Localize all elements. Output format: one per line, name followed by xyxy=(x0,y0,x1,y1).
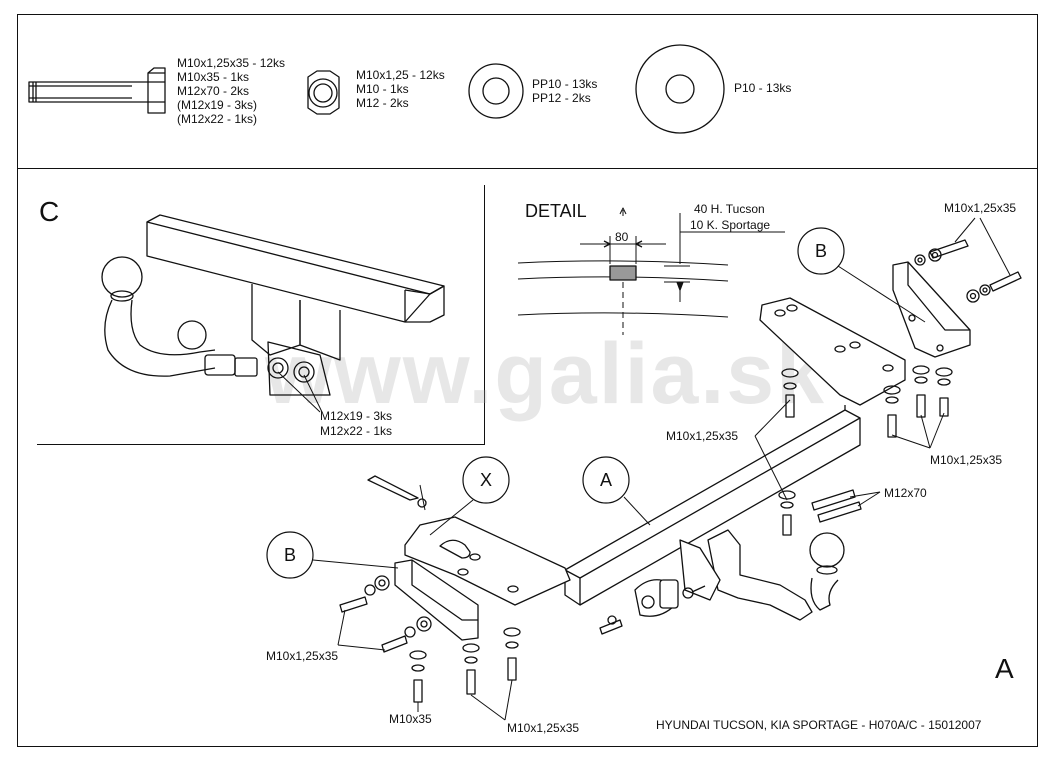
label-m12x70: M12x70 xyxy=(884,486,927,500)
callout-x: X xyxy=(480,470,493,490)
bolt-spec-5: (M12x22 - 1ks) xyxy=(177,112,258,126)
right-plate xyxy=(759,297,906,406)
parts-divider xyxy=(17,168,1038,169)
washer-small-spec-2: PP12 - 2ks xyxy=(532,91,591,105)
detail-title: DETAIL xyxy=(525,201,587,221)
bolt-spec-3: M12x70 - 2ks xyxy=(177,84,250,98)
right-top-fasteners xyxy=(914,239,1022,303)
washer-large-spec: P10 - 13ks xyxy=(734,81,792,95)
view-letter: A xyxy=(995,653,1014,684)
detail-section xyxy=(517,207,785,335)
left-plate-x xyxy=(404,516,571,606)
washer-large-icon xyxy=(635,44,725,134)
nut-spec-3: M12 - 2ks xyxy=(356,96,409,110)
callout-b-left: B xyxy=(284,545,297,565)
callout-a: A xyxy=(600,470,613,490)
washer-small-icon xyxy=(468,63,524,119)
label-right-bolts: M10x1,25x35 xyxy=(930,453,1003,467)
label-mid-bolt: M10x1,25x35 xyxy=(666,429,739,443)
leader-lines xyxy=(312,217,1011,721)
drawing-footer: HYUNDAI TUCSON, KIA SPORTAGE - H070A/C -… xyxy=(656,718,982,732)
callout-b-top: B xyxy=(815,241,828,261)
right-bottom-fasteners xyxy=(883,365,953,438)
nut-spec-2: M10 - 1ks xyxy=(356,82,409,96)
callout-circles xyxy=(266,227,845,579)
detail-c-letter: C xyxy=(39,196,60,227)
left-fasteners xyxy=(339,475,706,703)
washer-small-spec-1: PP10 - 13ks xyxy=(532,77,598,91)
drawing-frame xyxy=(17,14,1038,747)
mid-fasteners xyxy=(778,368,862,536)
label-bottom-bolts: M10x1,25x35 xyxy=(507,721,580,735)
detail-c-label-1: M12x19 - 3ks xyxy=(320,409,393,423)
socket-holder xyxy=(634,539,721,617)
label-m10x35: M10x35 xyxy=(389,712,432,726)
tow-ball xyxy=(707,529,845,621)
bolt-spec-2: M10x35 - 1ks xyxy=(177,70,250,84)
detail-dimension: 80 xyxy=(615,230,629,244)
nut-icon xyxy=(307,70,340,115)
detail-c-box xyxy=(37,185,485,445)
detail-note-1: 40 H. Tucson xyxy=(694,202,765,216)
bolt-spec-1: M10x1,25x35 - 12ks xyxy=(177,56,286,70)
right-bracket-b xyxy=(892,261,971,358)
bolt-icon xyxy=(28,67,166,114)
nut-spec-1: M10x1,25 - 12ks xyxy=(356,68,445,82)
left-bracket-b xyxy=(394,559,479,641)
detail-c-label-2: M12x22 - 1ks xyxy=(320,424,393,438)
label-left-bolts: M10x1,25x35 xyxy=(266,649,339,663)
label-top-right-bolt: M10x1,25x35 xyxy=(944,201,1017,215)
detail-note-2: 10 K. Sportage xyxy=(690,218,771,232)
bolt-spec-4: (M12x19 - 3ks) xyxy=(177,98,258,112)
detail-c-drawing xyxy=(101,214,445,396)
watermark: www.galia.sk xyxy=(265,326,826,422)
